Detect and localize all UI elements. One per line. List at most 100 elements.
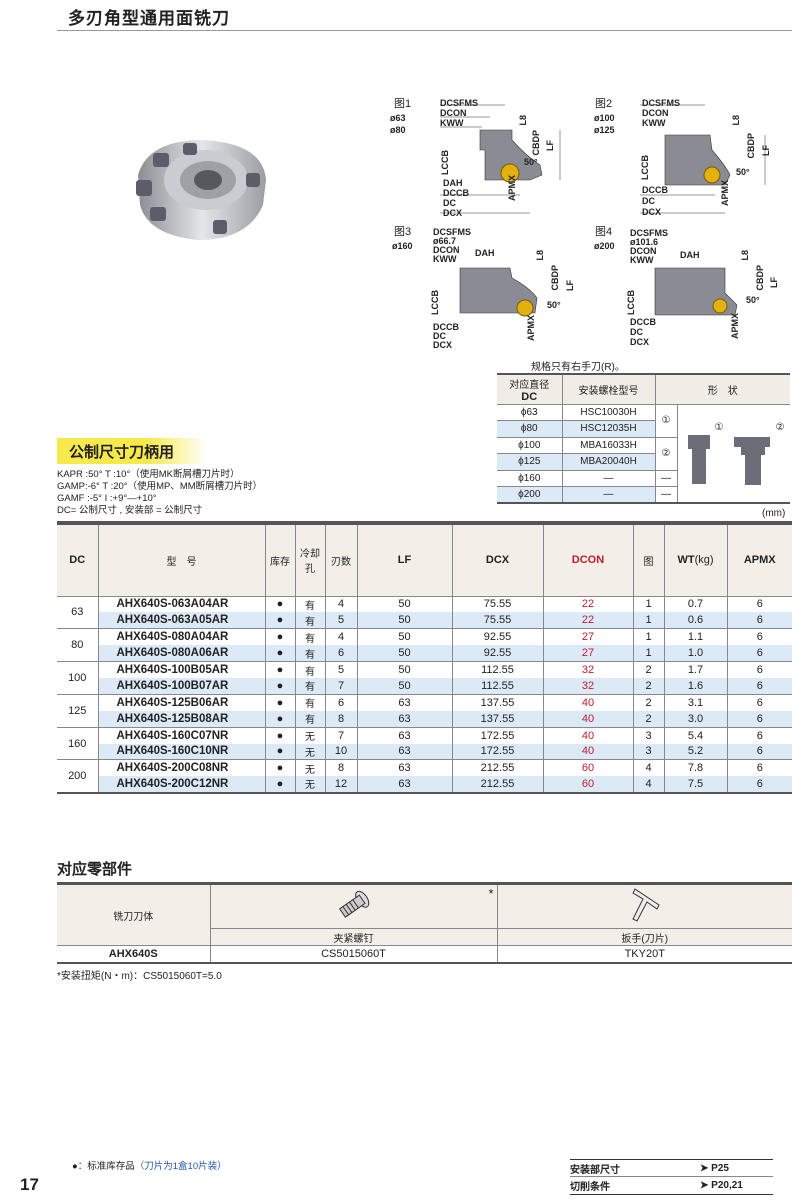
spec-note: 规格只有右手刀(R)。 [531,362,625,373]
note-kapr: KAPR :50° T :10°（使用MK断屑槽刀片时） [57,469,240,480]
dim-label: LF [565,280,575,291]
dim-label: DCON [630,246,657,256]
ref-label: 切削条件 [570,1182,610,1193]
cell-stock: ● [265,595,296,613]
cell-model: AHX640S-160C10NR [98,743,266,760]
dim-label: DCX [443,208,463,218]
cell-wt: 7.5 [664,776,728,793]
face-mill-product-image [136,140,266,240]
dim-label: DCCB [630,317,656,327]
cell-lf: 50 [357,645,453,662]
cell-lf: 63 [357,693,453,711]
figure-3-size: ø160 [392,241,413,251]
cell-dcx: 172.55 [452,743,544,760]
dim-label: APMX [507,175,517,202]
cell-wt: 7.8 [664,759,728,777]
cell-teeth: 6 [325,693,358,711]
figure-1-size: ø80 [390,125,406,135]
dim-label: DC [443,198,456,208]
cell-teeth: 4 [325,595,358,613]
cell-shape: ② [654,436,678,471]
cell-apmx: 6 [727,726,792,744]
dim-label: LF [769,277,779,288]
cell-dcx: 75.55 [452,612,544,629]
ref-link-cutting[interactable]: 切削条件 ➤ P20,21 [570,1177,773,1194]
dim-label: KWW [433,254,457,264]
figure-3-label: 图3 [394,226,412,238]
cell-fig: 4 [633,759,665,777]
shape-1-label: ① [714,421,724,433]
figure-3-drawing [459,267,538,317]
ref-link-mount[interactable]: 安装部尺寸 ➤ P25 [570,1160,773,1177]
cell-lf: 63 [357,776,453,793]
cell-bolt: — [561,486,656,504]
cell-dc: 160 [57,726,99,760]
ref-label: 安装部尺寸 [570,1164,620,1176]
cell-wt: 5.4 [664,726,728,744]
cell-bolt: HSC10030H [561,403,656,421]
cell-wt: 5.2 [664,743,728,760]
note-gamp: GAMP:-6° T :20°（使用MP、MM断屑槽刀片时） [57,481,263,492]
cell-dcon: 60 [543,776,634,793]
header-dc-cn: 对应直径 [509,379,550,391]
cell-teeth: 5 [325,661,358,678]
page-title: 多刃角型通用面铣刀 [68,9,230,28]
ref-page-link[interactable]: ➤ P20,21 [700,1180,743,1191]
figure-1-drawing [440,104,561,214]
cell-dcon: 27 [543,628,634,646]
dim-label: CBDP [746,133,756,159]
cell-teeth: 4 [325,628,358,646]
cell-lf: 63 [357,743,453,760]
cell-teeth: 10 [325,743,358,760]
cell-fig: 1 [633,595,665,613]
cell-coolant: 无 [295,726,326,744]
cell-apmx: 6 [727,677,792,695]
cell-dcx: 92.55 [452,628,544,646]
cell-shape: — [654,486,678,504]
cell-coolant: 有 [295,677,326,695]
cell-model: AHX640S-160C07NR [98,726,266,744]
figure-4-label: 图4 [595,226,613,238]
cell-dcx: 212.55 [452,759,544,777]
header-bolt: 安装螺栓型号 [561,373,656,405]
dim-label: DC [433,331,446,341]
cell-fig: 2 [633,661,665,678]
cell-dc: 100 [57,661,99,695]
cell-stock: ● [265,743,296,760]
dim-label: CBDP [531,130,541,156]
ref-page-link[interactable]: ➤ P25 [700,1162,729,1174]
torque-asterisk: * [488,886,494,901]
cell-lf: 50 [357,661,453,678]
dim-label: L8 [535,250,545,261]
header-dc: DC [521,390,538,403]
cell-shape: — [654,469,678,487]
cell-apmx: 6 [727,645,792,662]
cell-coolant: 无 [295,759,326,777]
cell-lf: 50 [357,677,453,695]
note-gamf: GAMF :-5° I :+9°—+10° [57,493,157,504]
cell-model: AHX640S-125B08AR [98,710,266,728]
cell-coolant: 有 [295,612,326,629]
cell-dc: ϕ100 [497,436,563,454]
cell-coolant: 有 [295,645,326,662]
cell-lf: 63 [357,726,453,744]
dim-label: LCCB [626,290,636,315]
col-wt: WT [677,554,695,567]
dim-label: LCCB [430,290,440,315]
table-header: DC 型 号 库存 冷却孔 刃数 LF DCX DCON 图 WT(kg) AP… [57,523,792,596]
cell-wt: 0.7 [664,595,728,613]
cell-dcx: 75.55 [452,595,544,613]
cell-fig: 4 [633,776,665,793]
product-table: DC 型 号 库存 冷却孔 刃数 LF DCX DCON 图 WT(kg) AP… [57,521,792,794]
cell-dcx: 112.55 [452,677,544,695]
cell-teeth: 8 [325,759,358,777]
dim-label: 50° [736,167,750,177]
dim-label: DCSFMS [642,98,680,108]
